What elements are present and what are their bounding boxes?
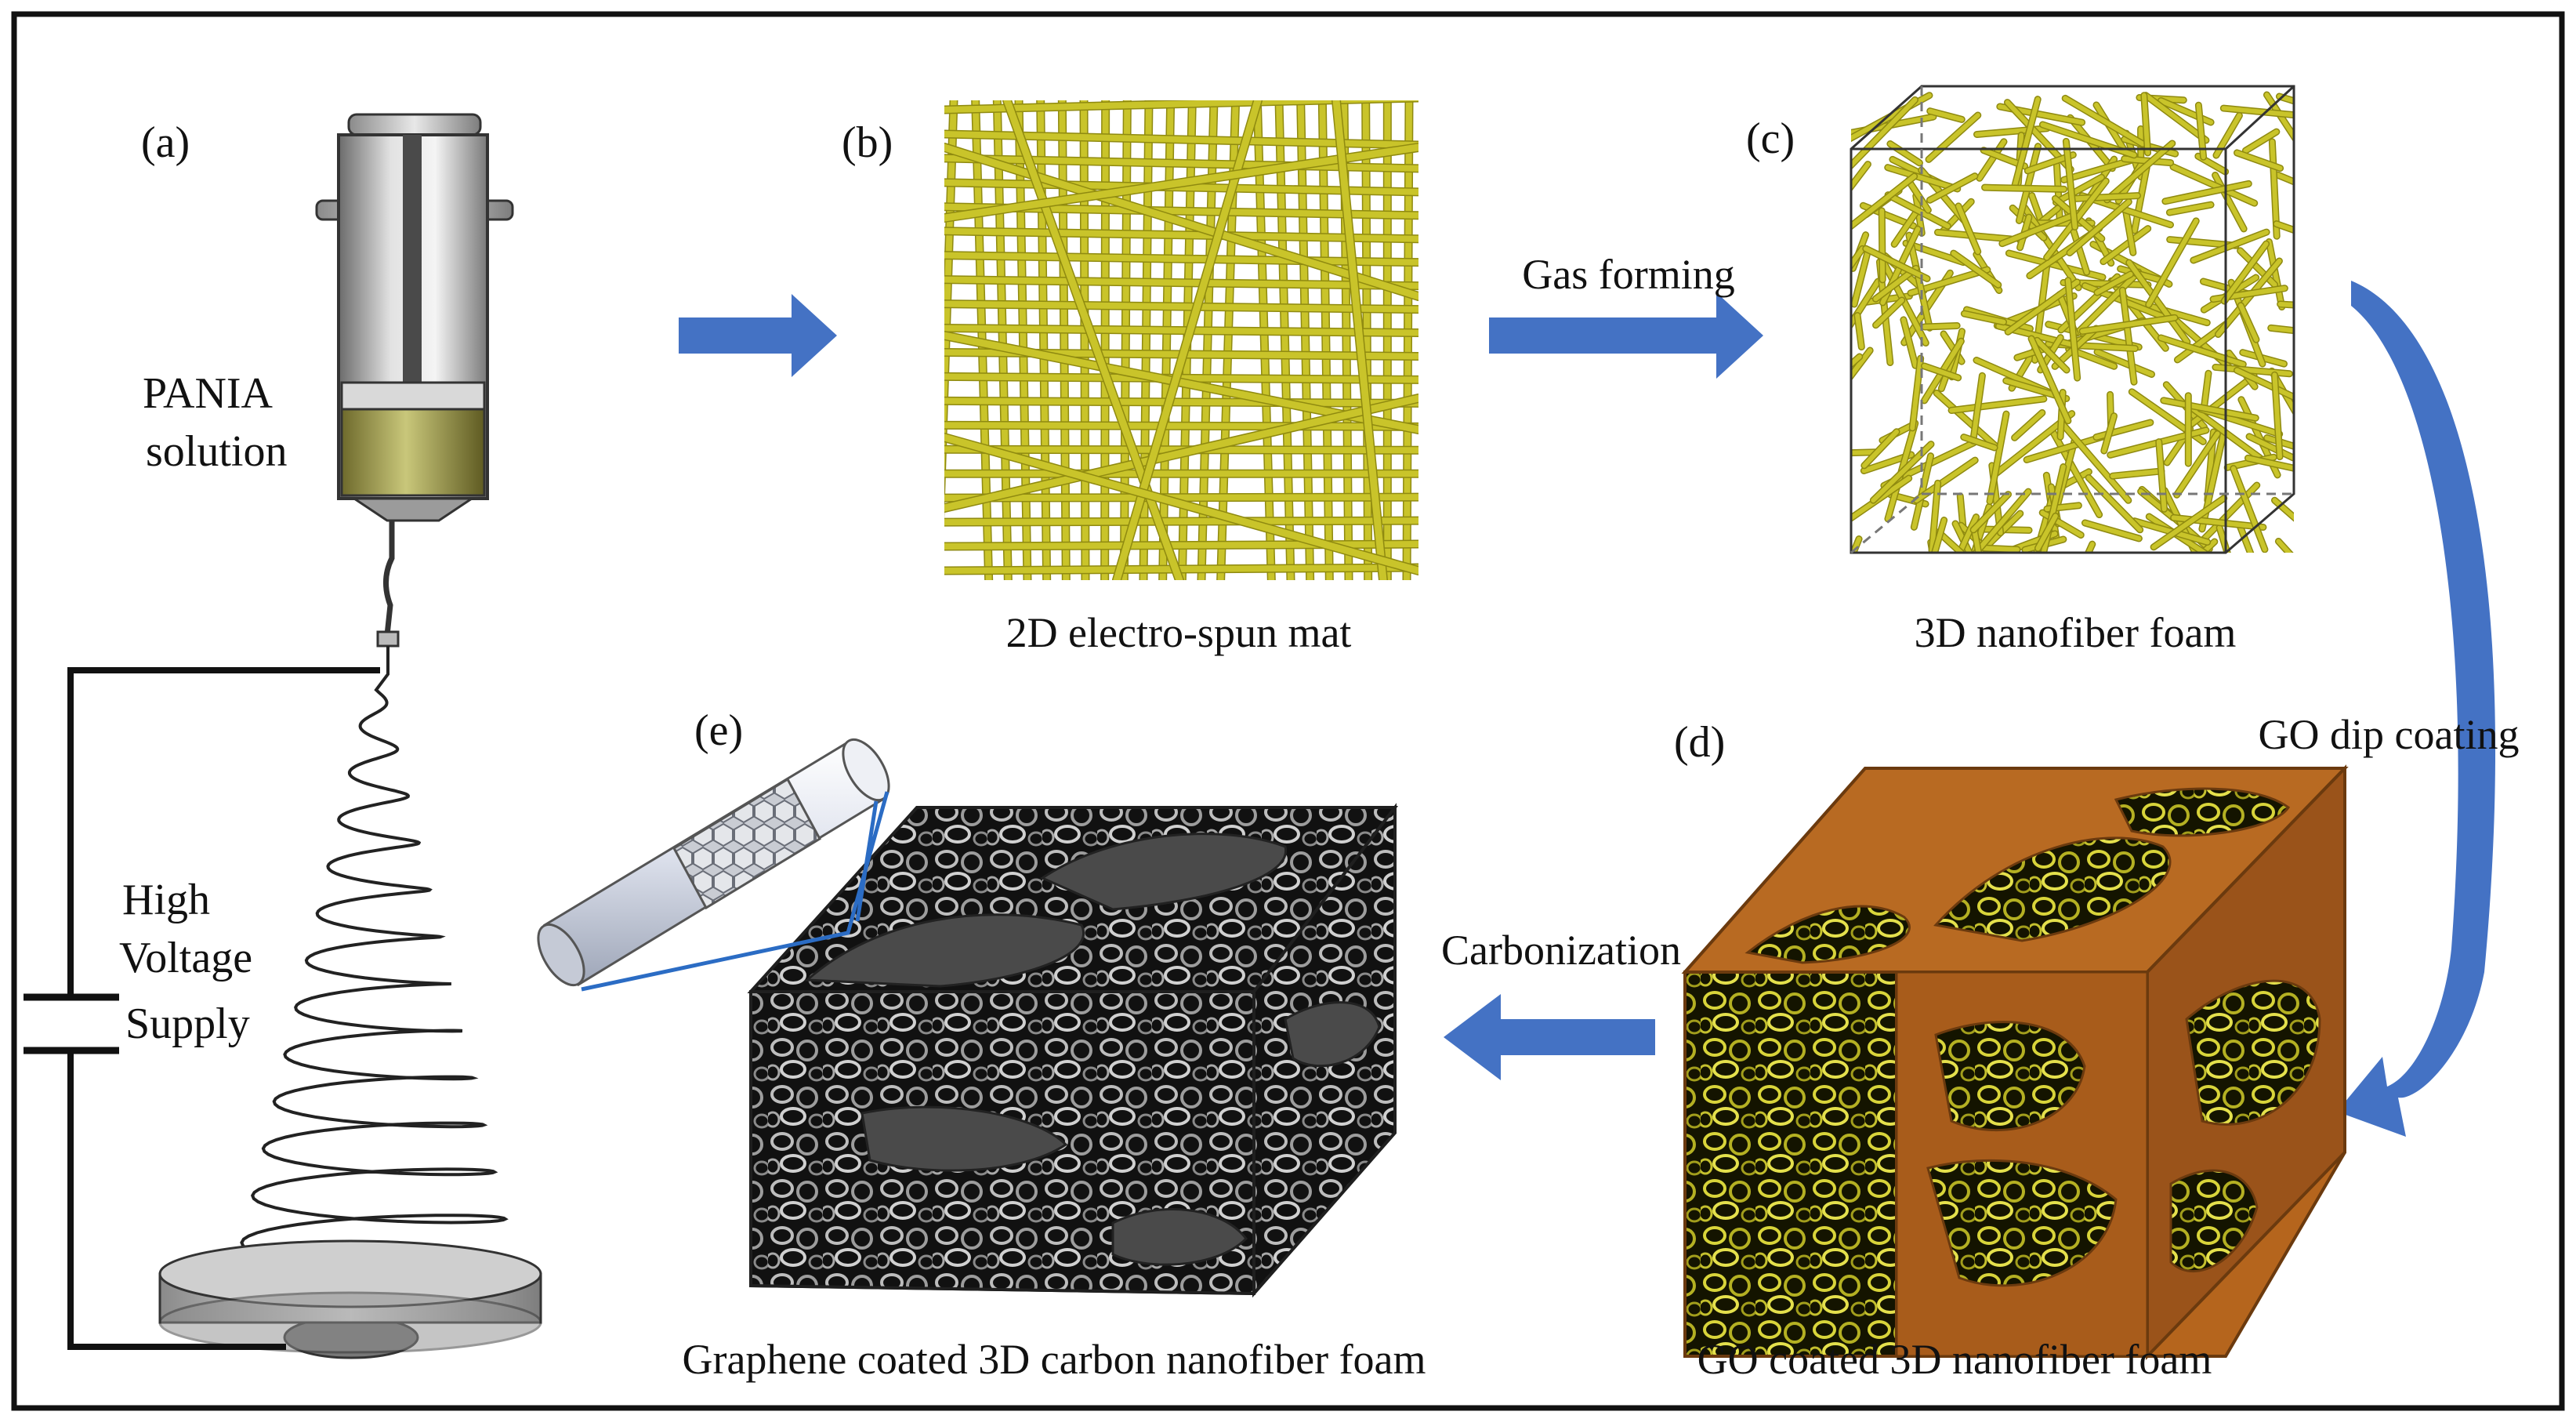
panel-b-caption: 2D electro-spun mat <box>1006 609 1352 656</box>
panel-d-caption: GO coated 3D nanofiber foam <box>1697 1336 2212 1383</box>
solution-label-line2: solution <box>146 427 287 476</box>
supply-label-line3: Supply <box>125 1000 250 1048</box>
panel-c-caption: 3D nanofiber foam <box>1915 609 2237 656</box>
panel-c-tag: (c) <box>1746 114 1795 163</box>
panel-b-tag: (b) <box>842 118 893 167</box>
panel-e-caption: Graphene coated 3D carbon nanofiber foam <box>682 1336 1426 1383</box>
plunger-cap <box>349 114 480 135</box>
supply-label-line2: Voltage <box>119 934 252 982</box>
gas-forming-label: Gas forming <box>1522 251 1734 298</box>
supply-label-line1: High <box>122 876 210 924</box>
pania-solution <box>342 409 484 495</box>
plunger-head <box>342 383 484 409</box>
carbonization-label: Carbonization <box>1441 927 1681 974</box>
go-dip-coating-label: GO dip coating <box>2259 711 2520 758</box>
solution-label-line1: PANIA <box>143 369 274 418</box>
go-block-front-face <box>1685 972 1897 1356</box>
plunger-rod <box>403 135 422 394</box>
panel-d-tag: (d) <box>1674 718 1725 767</box>
needle-tip <box>378 632 398 646</box>
panel-a-tag: (a) <box>141 118 190 167</box>
panel-e-tag: (e) <box>694 706 743 755</box>
